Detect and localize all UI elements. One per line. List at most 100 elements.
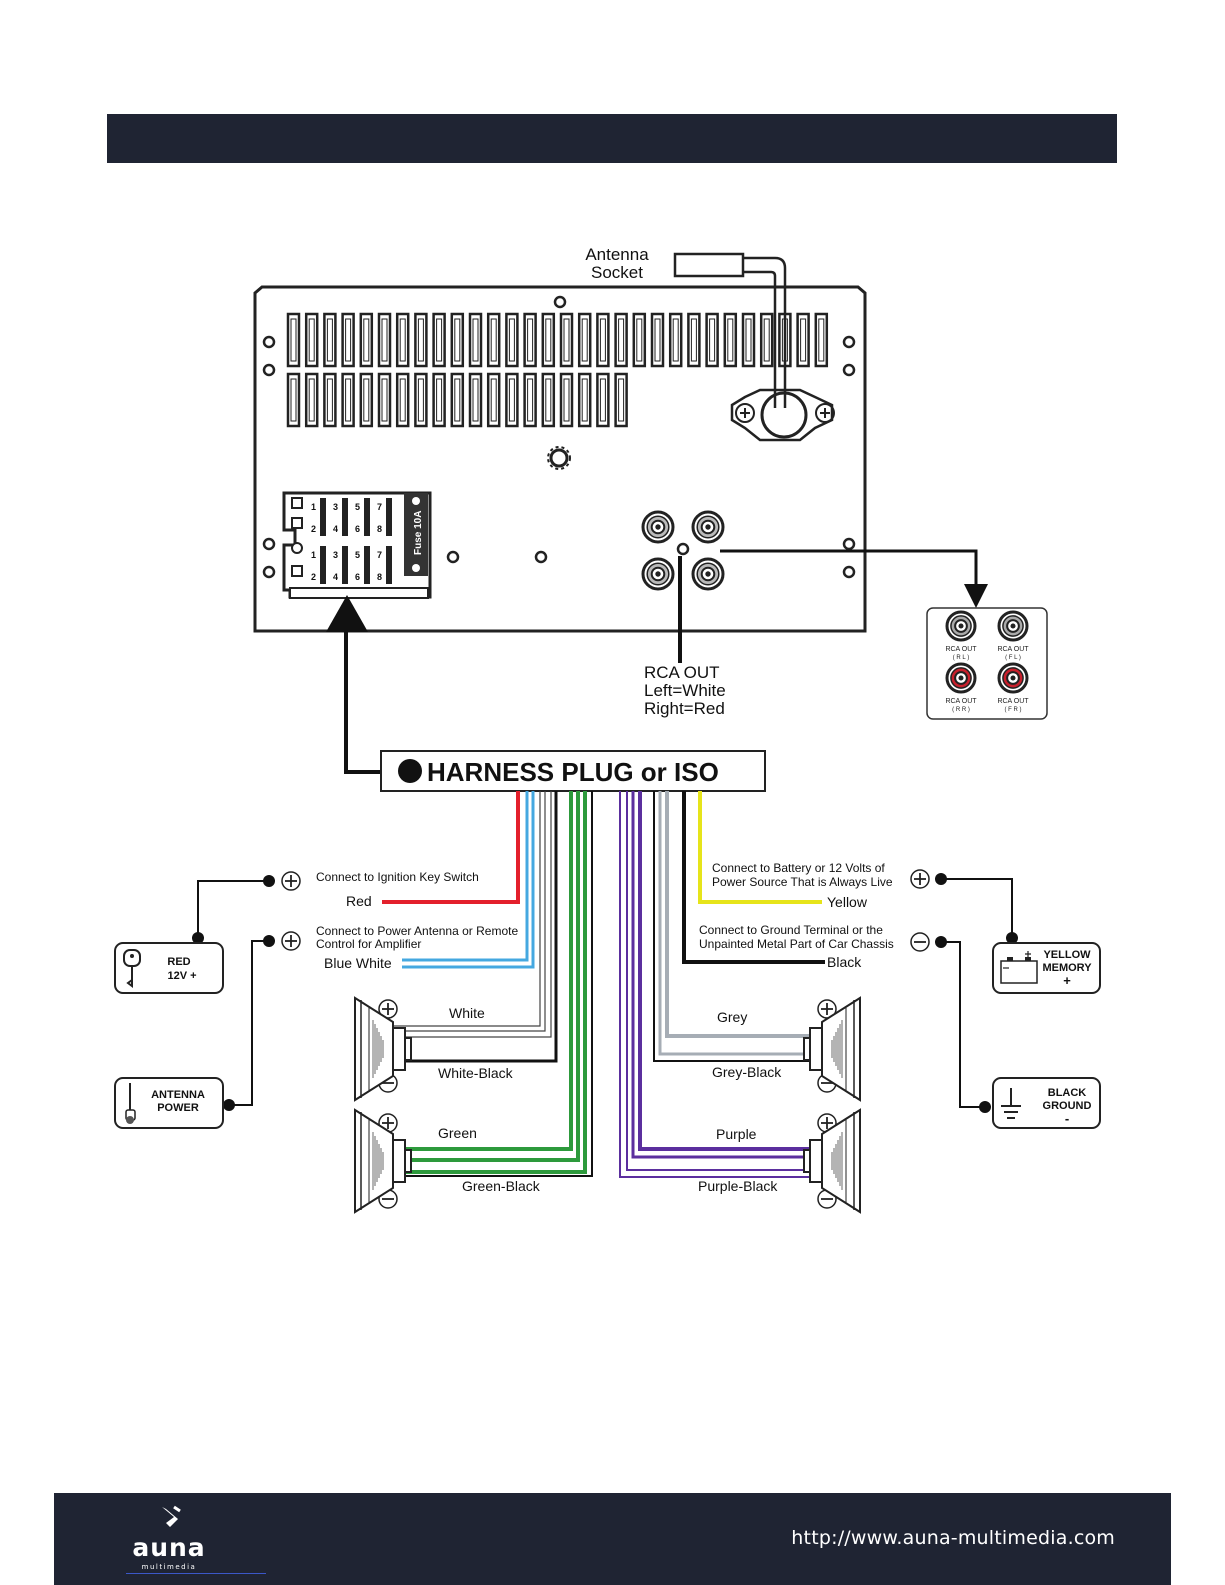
rca-box-rl-line1: RCA OUT bbox=[945, 646, 977, 653]
ground-desc-line1: Connect to Ground Terminal or the bbox=[699, 923, 883, 937]
yellow-memory-line1: YELLOW bbox=[1043, 949, 1091, 961]
rca-box-fl-line1: RCA OUT bbox=[997, 646, 1029, 653]
yellow-memory-line3: + bbox=[1063, 973, 1071, 988]
rca-box-rr-line2: ( R R ) bbox=[952, 707, 970, 713]
mount-hole bbox=[842, 363, 856, 377]
rca-label-line1: RCA OUT bbox=[644, 663, 720, 682]
connection-dots bbox=[192, 873, 1018, 1113]
antenna-power-line1: ANTENNA bbox=[151, 1089, 205, 1101]
rca-label-line2: Left=White bbox=[644, 681, 726, 700]
speaker-icon bbox=[803, 996, 861, 1102]
yellow-memory-line2: MEMORY bbox=[1042, 962, 1092, 974]
purple-label: Purple bbox=[716, 1126, 757, 1142]
footer-bar: auna multimedia http://www.auna-multimed… bbox=[54, 1493, 1171, 1585]
wires bbox=[382, 791, 825, 1178]
rca-box-fl-line2: ( F L ) bbox=[1005, 655, 1021, 661]
red-12v-box: RED 12V + bbox=[114, 942, 224, 994]
leader-lines bbox=[197, 878, 1013, 1108]
pin-number: 7 bbox=[377, 550, 382, 560]
red-label: Red bbox=[346, 893, 372, 909]
key-icon bbox=[123, 949, 141, 988]
pin-number: 6 bbox=[355, 524, 360, 534]
pin-number: 2 bbox=[311, 524, 316, 534]
antenna-mount bbox=[730, 388, 835, 442]
mount-hole bbox=[262, 363, 276, 377]
auna-logo-mark bbox=[162, 1505, 181, 1527]
antenna-icon bbox=[125, 1083, 136, 1124]
antenna-label-line2: Socket bbox=[591, 263, 643, 282]
black-ground-line2: GROUND bbox=[1043, 1100, 1092, 1112]
mount-hole bbox=[262, 335, 276, 349]
pin-number: 3 bbox=[333, 502, 338, 512]
antenna-label-line1: Antenna bbox=[585, 245, 649, 264]
ground-icon bbox=[1001, 1088, 1021, 1119]
green-black-label: Green-Black bbox=[462, 1178, 541, 1194]
footer-divider bbox=[126, 1573, 266, 1574]
pin-number: 3 bbox=[333, 550, 338, 560]
ground-desc-line2: Unpainted Metal Part of Car Chassis bbox=[699, 937, 894, 951]
red-12v-line2: 12V + bbox=[167, 970, 196, 982]
pin-number: 4 bbox=[333, 524, 338, 534]
red-12v-line1: RED bbox=[167, 956, 190, 968]
arrow-up-icon bbox=[326, 595, 368, 632]
rca-box-fr-line2: ( F R ) bbox=[1005, 707, 1022, 713]
speaker-icon bbox=[354, 996, 412, 1102]
speaker-icon bbox=[803, 1108, 861, 1214]
mount-hole bbox=[446, 550, 460, 564]
pin-number: 6 bbox=[355, 572, 360, 582]
mount-hole bbox=[676, 542, 690, 556]
pin-number: 4 bbox=[333, 572, 338, 582]
pin-number: 1 bbox=[311, 502, 316, 512]
green-label: Green bbox=[438, 1125, 477, 1141]
pin-number: 1 bbox=[311, 550, 316, 560]
black-ground-box: BLACK GROUND - bbox=[992, 1077, 1101, 1129]
mount-hole bbox=[842, 537, 856, 551]
mount-hole bbox=[262, 565, 276, 579]
harness-label: HARNESS PLUG or ISO bbox=[427, 757, 719, 787]
ignition-desc: Connect to Ignition Key Switch bbox=[316, 870, 479, 884]
rca-output-box: RCA OUT ( R L ) RCA OUT ( F L ) RCA OUT … bbox=[926, 607, 1048, 720]
fuse-label: Fuse 10A bbox=[413, 511, 424, 555]
vent-slots-bottom bbox=[286, 372, 628, 428]
harness-plug-box: HARNESS PLUG or ISO bbox=[380, 750, 766, 792]
white-black-label: White-Black bbox=[438, 1065, 514, 1081]
screw-icon bbox=[547, 446, 571, 470]
pin-number: 5 bbox=[355, 550, 360, 560]
unit-rca-jacks bbox=[641, 510, 725, 591]
rca-box-rr-line1: RCA OUT bbox=[945, 698, 977, 705]
grey-label: Grey bbox=[717, 1009, 747, 1025]
pin-number: 7 bbox=[377, 502, 382, 512]
rca-box-fr-line1: RCA OUT bbox=[997, 698, 1029, 705]
brand-name: auna bbox=[132, 1533, 206, 1562]
white-label: White bbox=[449, 1005, 485, 1021]
header-bar bbox=[107, 114, 1117, 163]
antenna-cable bbox=[673, 252, 787, 408]
speaker-icon bbox=[354, 1108, 412, 1214]
rca-label-line3: Right=Red bbox=[644, 699, 725, 718]
pin-number: 2 bbox=[311, 572, 316, 582]
arrow-down-icon bbox=[964, 584, 988, 608]
yellow-label: Yellow bbox=[827, 894, 868, 910]
brand-sub: multimedia bbox=[141, 1563, 197, 1571]
yellow-memory-box: YELLOW MEMORY + bbox=[992, 942, 1101, 994]
mount-hole bbox=[842, 335, 856, 349]
auna-logo: auna multimedia bbox=[114, 1505, 224, 1573]
mount-hole bbox=[553, 295, 567, 309]
battery-desc-line2: Power Source That is Always Live bbox=[712, 875, 893, 889]
rca-box-rl-line2: ( R L ) bbox=[953, 655, 969, 661]
mount-hole bbox=[262, 537, 276, 551]
antenna-power-box: ANTENNA POWER bbox=[114, 1077, 224, 1129]
antenna-power-line2: POWER bbox=[157, 1102, 199, 1114]
footer-url-link[interactable]: http://www.auna-multimedia.com bbox=[791, 1527, 1115, 1549]
pin-number: 8 bbox=[377, 524, 382, 534]
speakers bbox=[354, 996, 861, 1214]
grey-black-label: Grey-Black bbox=[712, 1064, 782, 1080]
antenna-desc-line2: Control for Amplifier bbox=[316, 937, 421, 951]
mount-hole bbox=[534, 550, 548, 564]
blue-white-label: Blue White bbox=[324, 955, 392, 971]
black-label: Black bbox=[827, 954, 862, 970]
